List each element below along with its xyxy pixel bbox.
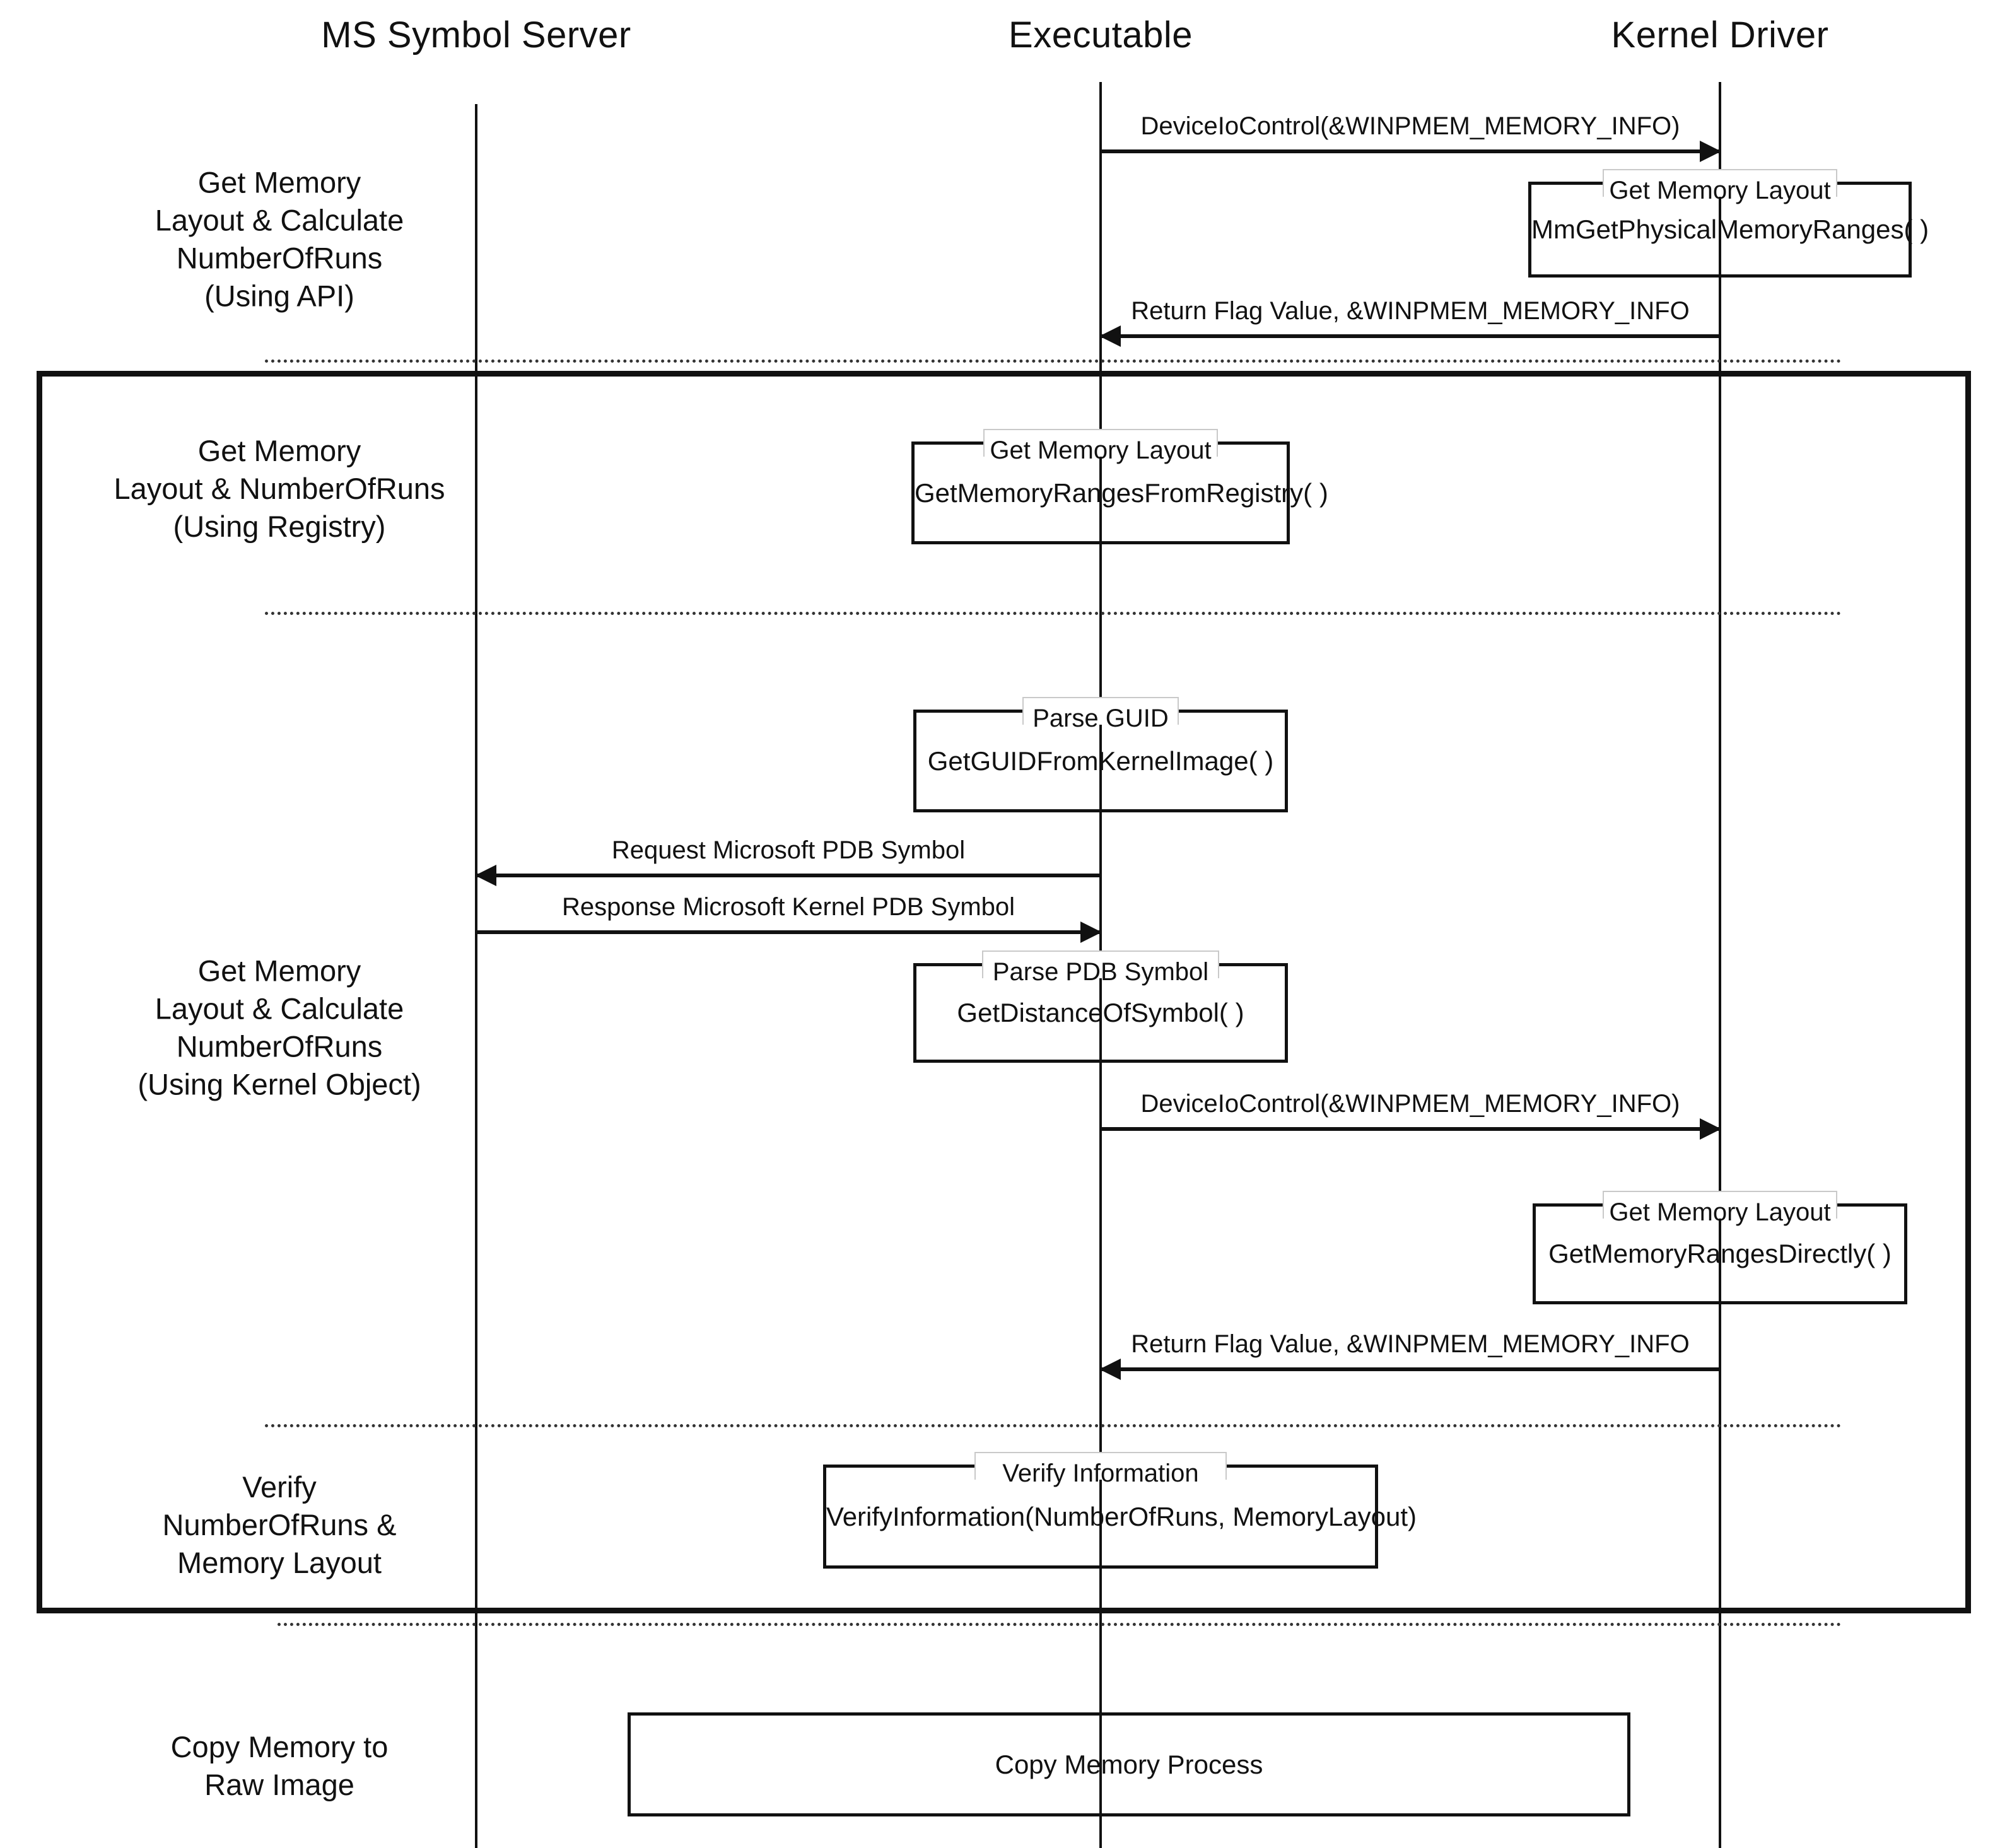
activity-body-verify-information: VerifyInformation(NumberOfRuns, MemoryLa… (826, 1501, 1417, 1531)
message-line (1101, 1127, 1720, 1131)
message-line (476, 874, 1101, 877)
arrow-head-right-icon (1700, 1118, 1721, 1140)
phase-label-verify: Verify NumberOfRuns & Memory Layout (162, 1470, 397, 1580)
phase-label-using-api: Get Memory Layout & Calculate NumberOfRu… (155, 165, 404, 313)
activity-body-copy-memory-process: Copy Memory Process (995, 1749, 1263, 1779)
lifeline-header-kernel-driver: Kernel Driver (1611, 15, 1829, 56)
message-line (1101, 1367, 1720, 1371)
message-label-return-flag-value-2: Return Flag Value, &WINPMEM_MEMORY_INFO (1131, 1330, 1690, 1358)
message-line (1101, 334, 1720, 338)
arrow-head-left-icon (1099, 325, 1121, 347)
activity-box-get-guid-from-kernel-image: GetGUIDFromKernelImage( ) (913, 710, 1288, 812)
arrow-head-left-icon (1099, 1359, 1121, 1380)
message-label-device-io-control-2: DeviceIoControl(&WINPMEM_MEMORY_INFO) (1140, 1090, 1680, 1118)
phase-separator-2 (265, 612, 1842, 615)
activity-tab-parse-pdb-symbol: Parse PDB Symbol (982, 950, 1219, 985)
activity-tab-parse-guid: Parse GUID (1022, 697, 1179, 731)
activity-body-get-guid-from-kernel-image: GetGUIDFromKernelImage( ) (927, 746, 1274, 776)
lifeline-header-executable: Executable (1009, 15, 1193, 56)
lifeline-line-kernel-driver (1719, 82, 1721, 1848)
activity-body-get-memory-ranges-directly: GetMemoryRangesDirectly( ) (1548, 1239, 1892, 1268)
activity-tab-verify-information: Verify Information (974, 1452, 1227, 1486)
activity-box-copy-memory-process: Copy Memory Process (628, 1712, 1630, 1816)
phase-separator-3 (265, 1424, 1842, 1427)
message-line (476, 930, 1101, 934)
message-label-device-io-control-1: DeviceIoControl(&WINPMEM_MEMORY_INFO) (1140, 112, 1680, 140)
lifeline-header-ms-symbol-server: MS Symbol Server (321, 15, 631, 56)
phase-label-using-registry: Get Memory Layout & NumberOfRuns (Using … (114, 433, 445, 544)
message-label-response-pdb-symbol: Response Microsoft Kernel PDB Symbol (561, 893, 1015, 921)
activity-tab-get-memory-layout-1: Get Memory Layout (1603, 169, 1837, 203)
activity-body-mm-get-physical-memory-ranges: MmGetPhysicalMemoryRanges( ) (1531, 214, 1929, 244)
phase-separator-4 (278, 1623, 1842, 1626)
message-label-request-pdb-symbol: Request Microsoft PDB Symbol (611, 836, 966, 864)
arrow-head-right-icon (1700, 141, 1721, 162)
lifeline-line-ms-symbol-server (475, 104, 477, 1848)
message-line (1101, 149, 1720, 153)
phase-label-using-kernel-object: Get Memory Layout & Calculate NumberOfRu… (137, 954, 421, 1102)
activity-box-get-distance-of-symbol: GetDistanceOfSymbol( ) (913, 963, 1288, 1063)
phase-label-copy-memory: Copy Memory to Raw Image (170, 1729, 389, 1801)
arrow-head-right-icon (1080, 921, 1102, 943)
arrow-head-left-icon (475, 865, 496, 886)
phase-separator-1 (265, 360, 1842, 363)
activity-tab-get-memory-layout-3: Get Memory Layout (1603, 1191, 1837, 1225)
activity-body-get-memory-ranges-from-registry: GetMemoryRangesFromRegistry( ) (915, 477, 1328, 508)
activity-box-get-memory-ranges-from-registry: GetMemoryRangesFromRegistry( ) (911, 442, 1328, 544)
message-label-return-flag-value-1: Return Flag Value, &WINPMEM_MEMORY_INFO (1131, 297, 1690, 325)
activity-body-get-distance-of-symbol: GetDistanceOfSymbol( ) (957, 998, 1244, 1027)
activity-tab-get-memory-layout-2: Get Memory Layout (983, 429, 1218, 463)
